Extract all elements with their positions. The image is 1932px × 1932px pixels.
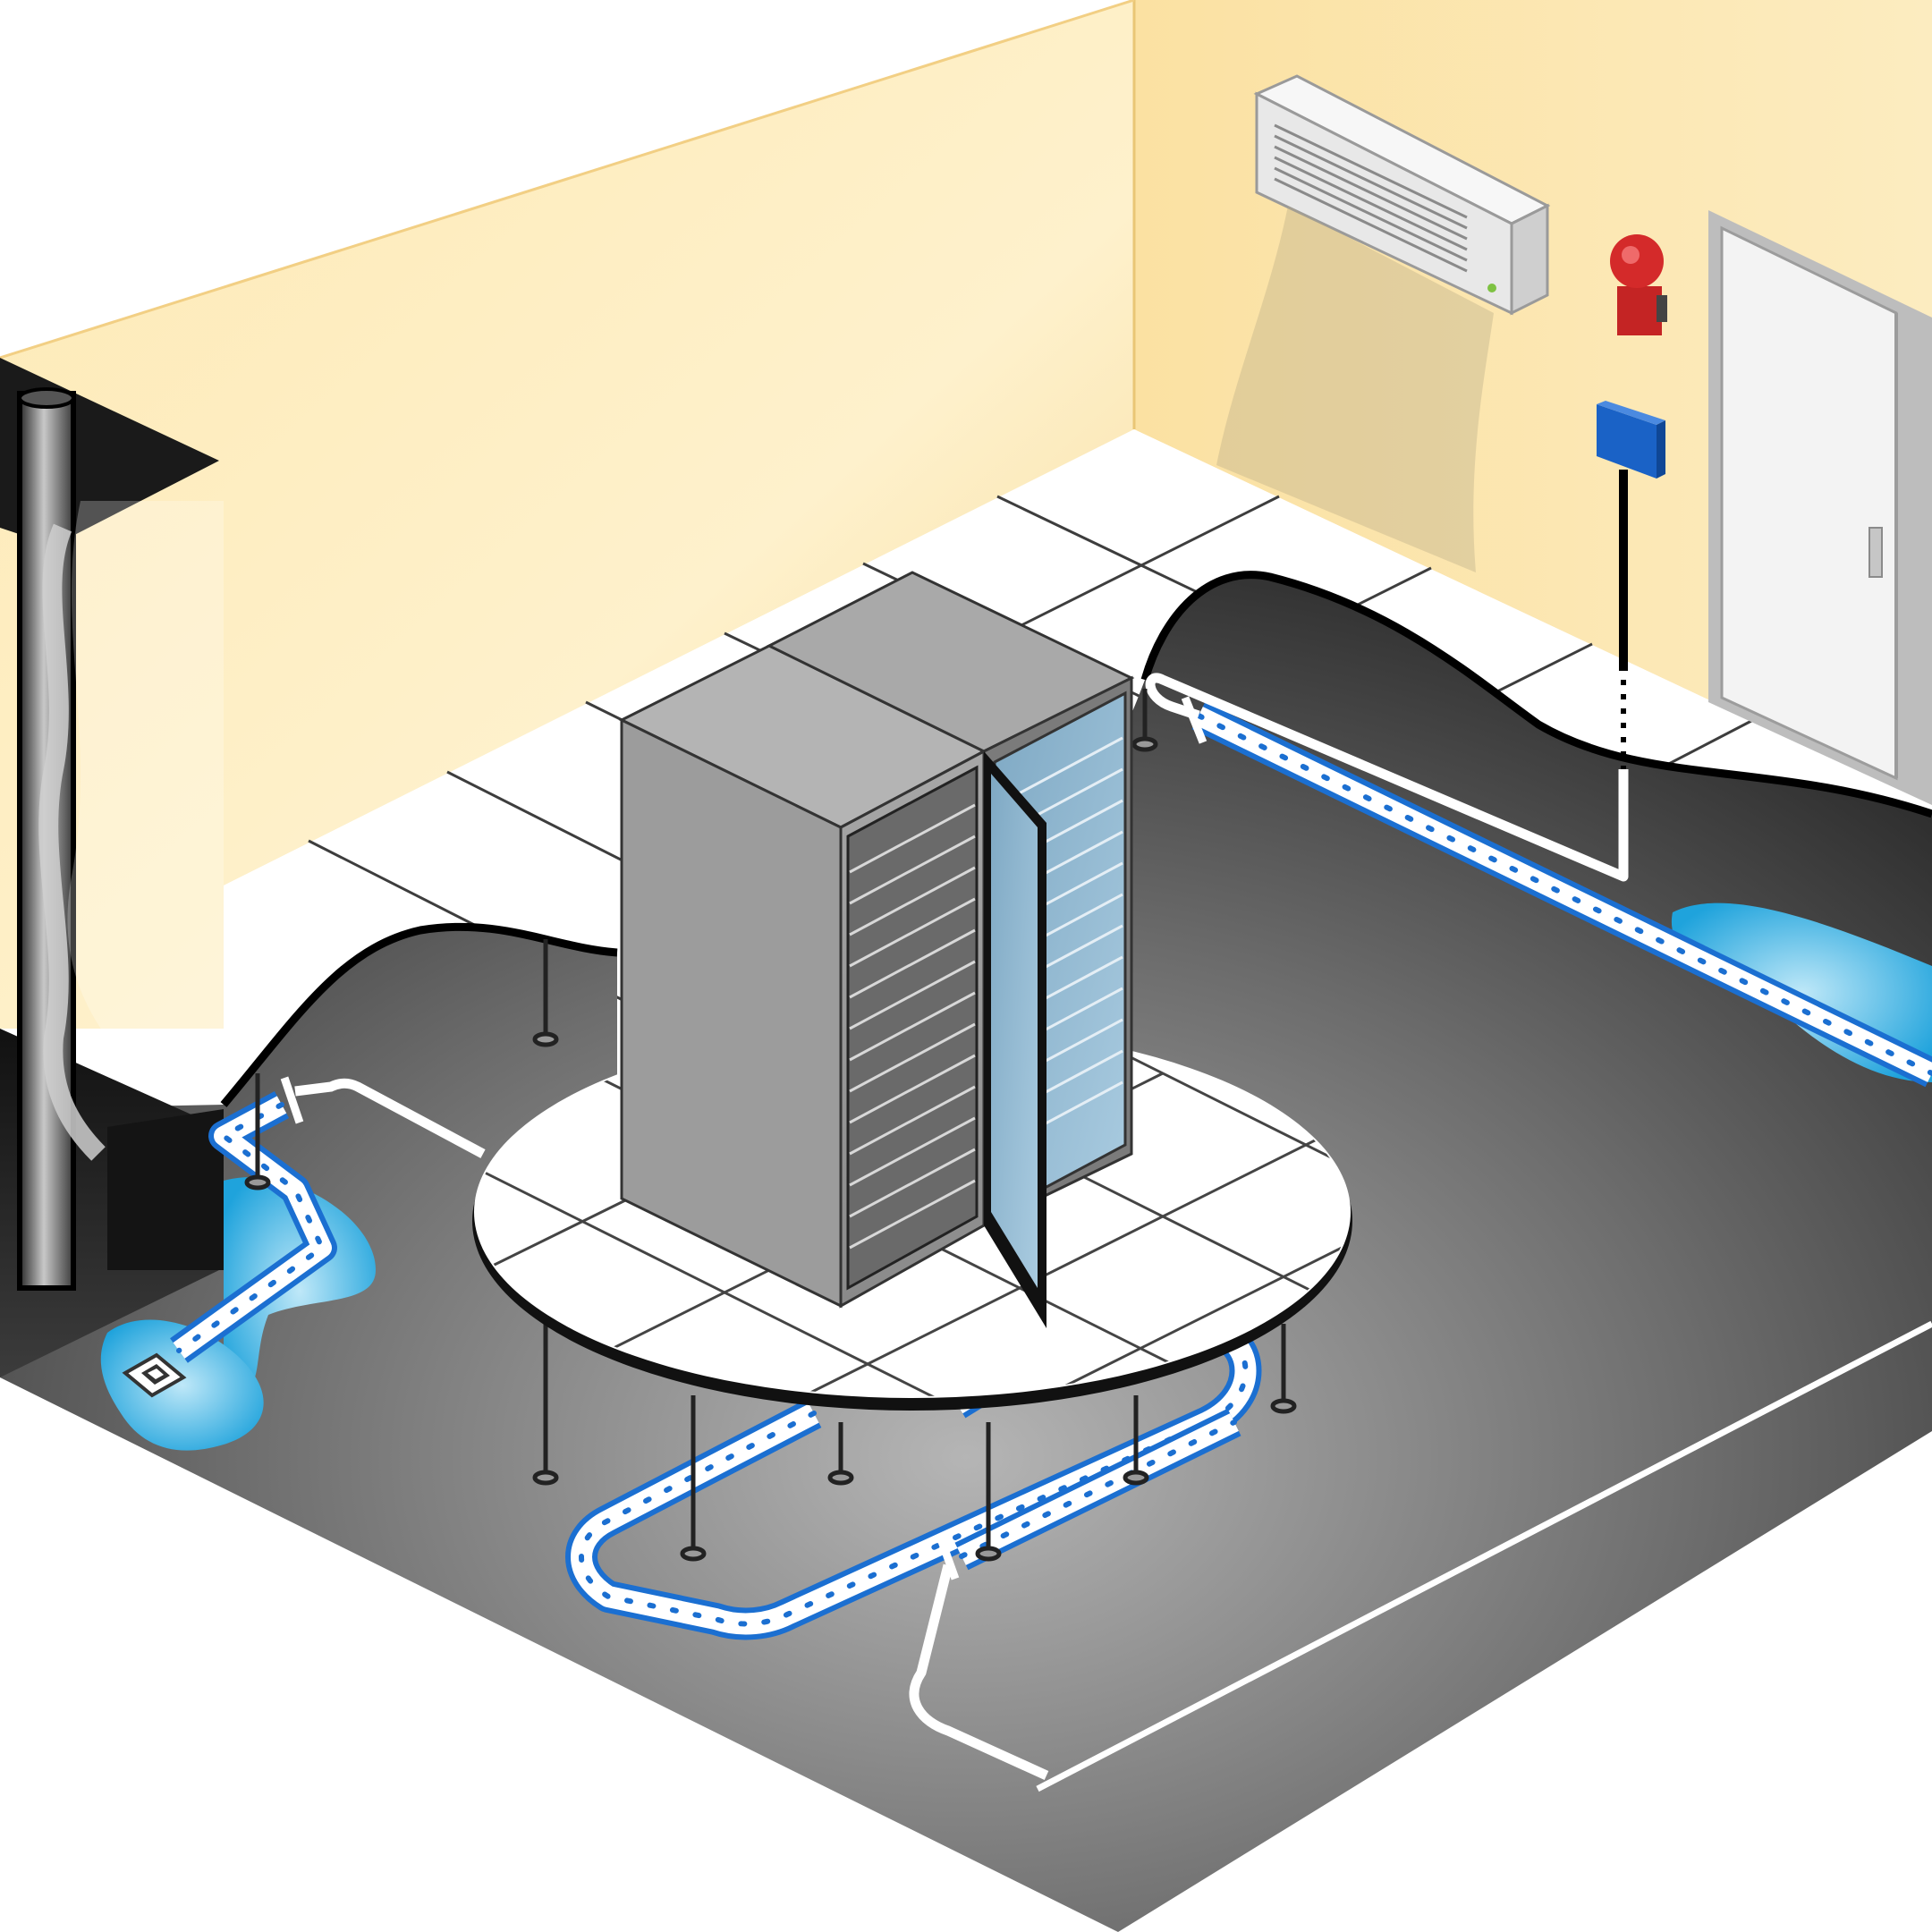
wall-ac-unit-icon bbox=[1216, 74, 1551, 572]
rack-left-server-slots bbox=[849, 803, 976, 1250]
cable-end-terminator-icon bbox=[280, 1076, 304, 1124]
server-rack-icon bbox=[618, 571, 1135, 1328]
leak-sensing-cable-icon bbox=[1191, 701, 1932, 1088]
pit-wall bbox=[107, 1109, 224, 1270]
leak-sensing-cable-icon bbox=[954, 1408, 1241, 1571]
floor-pedestals bbox=[244, 689, 1297, 1562]
ac-vent-slats bbox=[1274, 123, 1468, 273]
water-leak-puddle-icon bbox=[224, 1177, 376, 1404]
rack-open-door-glass bbox=[991, 774, 1038, 1288]
floor-perimeter-line bbox=[1036, 1320, 1932, 1792]
pipe-leak-stream bbox=[38, 523, 106, 1161]
left-lead-cable bbox=[294, 1078, 486, 1158]
double-door-icon bbox=[1708, 210, 1932, 805]
ac-status-light bbox=[1487, 284, 1496, 292]
subfloor-cut-edge-right bbox=[1140, 571, 1932, 818]
leak-controller-box-icon bbox=[1597, 401, 1665, 769]
left-wall bbox=[0, 0, 1134, 1029]
alarm-bell-icon bbox=[1610, 234, 1667, 335]
water-leak-puddle-icon bbox=[100, 1319, 264, 1451]
tile-floor-surface bbox=[224, 429, 1932, 1154]
leak-sensing-cable-icon bbox=[170, 1091, 337, 1363]
subfloor-cut-edge bbox=[220, 922, 618, 1107]
cable-end-terminator-icon bbox=[935, 1532, 960, 1580]
pipe-chase bbox=[0, 358, 224, 1377]
left-wall-top-edge bbox=[0, 0, 1135, 360]
ac-condensation-stain bbox=[1216, 206, 1494, 572]
cable-end-terminator-icon bbox=[1181, 696, 1208, 744]
bottom-lead-cable bbox=[909, 1563, 1049, 1781]
door-handle bbox=[1868, 527, 1883, 578]
cable-end-terminator-icon bbox=[122, 1352, 187, 1398]
controller-lead-cable bbox=[1145, 673, 1629, 882]
pipe-top bbox=[18, 387, 75, 409]
wall-leak-streak bbox=[67, 501, 224, 1073]
